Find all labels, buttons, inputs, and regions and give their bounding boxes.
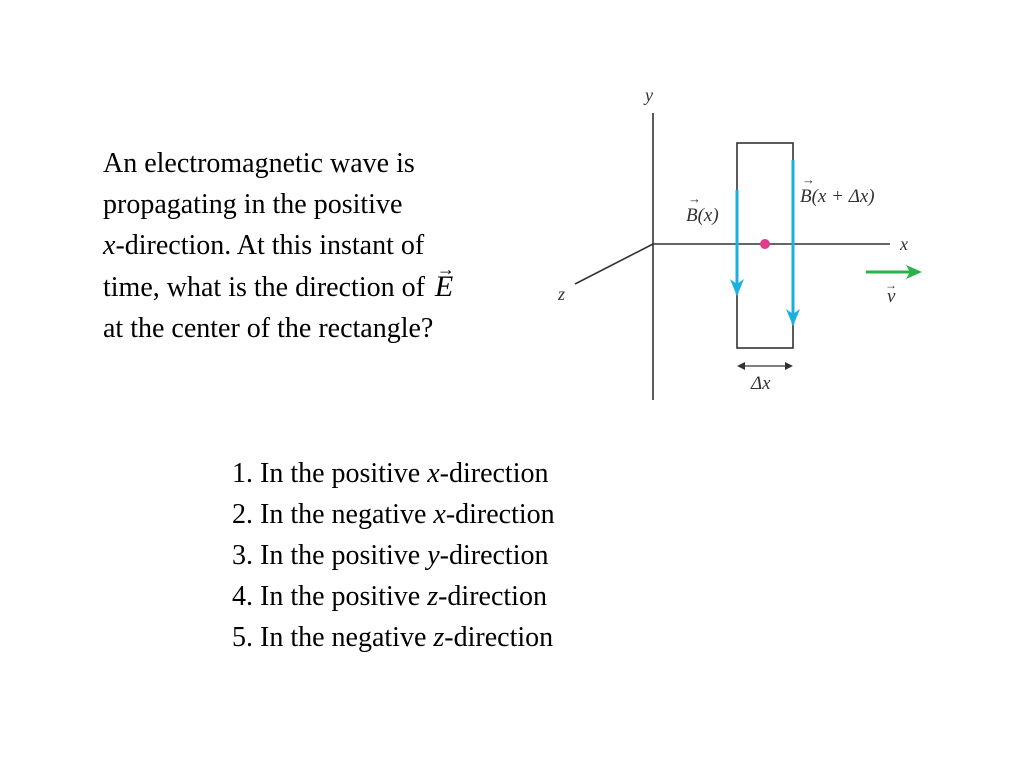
choice-number: 5.: [232, 622, 253, 653]
velocity-arrowhead: [906, 265, 922, 279]
b-right-label: B(x + Δx): [800, 186, 875, 207]
choice-number: 2.: [232, 499, 253, 530]
choice-text: In the positive: [260, 581, 421, 612]
question-line-1: An electromagnetic wave is: [103, 148, 415, 179]
b-left-vector-arrow-icon: →: [688, 191, 701, 206]
choice-1[interactable]: 1. In the positive x-direction: [232, 453, 555, 494]
choice-number: 1.: [232, 458, 253, 489]
choice-suffix: -direction: [445, 499, 555, 530]
choice-variable: x: [427, 458, 440, 489]
choice-text: In the negative: [260, 499, 427, 530]
v-vector-arrow-icon: →: [885, 278, 897, 292]
velocity-label: v: [887, 286, 896, 307]
x-axis-label: x: [899, 234, 908, 254]
choice-variable: z: [427, 581, 439, 612]
b-right-label-group: → B(x + Δx): [800, 172, 875, 207]
choice-number: 4.: [232, 581, 253, 612]
choice-text: In the negative: [260, 622, 427, 653]
choice-suffix: -direction: [439, 540, 549, 571]
question-x-variable: x: [103, 230, 116, 261]
question-text: An electromagnetic wave is propagating i…: [103, 143, 533, 349]
question-line-4-text: time, what is the direction of: [103, 272, 425, 303]
choice-suffix: -direction: [439, 458, 549, 489]
choice-4[interactable]: 4. In the positive z-direction: [232, 576, 555, 617]
z-axis-label: z: [557, 284, 565, 304]
delta-x-label: Δx: [750, 373, 771, 394]
b-left-label-group: → B(x): [686, 191, 719, 226]
b-left-label: B(x): [686, 205, 719, 226]
delta-x-right-arrowhead: [785, 362, 793, 370]
question-line-3: x-direction. At this instant of: [103, 225, 533, 266]
question-line-5: at the center of the rectangle?: [103, 313, 434, 344]
choice-variable: z: [433, 622, 445, 653]
question-line-3-rest: -direction. At this instant of: [115, 230, 425, 261]
choice-5[interactable]: 5. In the negative z-direction: [232, 617, 555, 658]
answer-choices: 1. In the positive x-direction 2. In the…: [232, 453, 555, 658]
choice-text: In the positive: [260, 458, 421, 489]
b-field-left-arrowhead: [730, 279, 744, 296]
z-axis: [574, 243, 654, 285]
choice-number: 3.: [232, 540, 253, 571]
y-axis-label: y: [643, 85, 653, 105]
delta-x-left-arrowhead: [737, 362, 745, 370]
choice-variable: y: [427, 540, 440, 571]
choice-variable: x: [433, 499, 446, 530]
e-vector-symbol: →E: [434, 260, 455, 307]
b-field-right-arrowhead: [786, 309, 800, 326]
choice-3[interactable]: 3. In the positive y-direction: [232, 535, 555, 576]
vector-arrow-icon: →: [436, 259, 455, 279]
choice-suffix: -direction: [438, 581, 547, 612]
b-right-vector-arrow-icon: →: [802, 172, 815, 187]
question-line-2: propagating in the positive: [103, 189, 403, 220]
choice-2[interactable]: 2. In the negative x-direction: [232, 494, 555, 535]
e-vector-letter: E: [434, 270, 454, 303]
choice-suffix: -direction: [444, 622, 554, 653]
choice-text: In the positive: [260, 540, 421, 571]
center-point: [760, 239, 770, 249]
question-line-4: time, what is the direction of →E: [103, 260, 533, 308]
